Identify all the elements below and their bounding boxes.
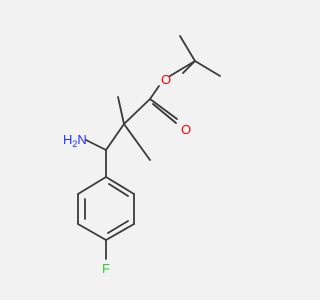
bond-carbonyl-quaternary <box>123 98 151 125</box>
bond-tbu-o <box>182 60 196 74</box>
amine-n: N <box>77 132 86 147</box>
ester-oxygen-label: O <box>161 72 171 87</box>
bond-tbu-methyl-top <box>179 35 196 62</box>
bond-tbu-methyl-left <box>169 60 196 77</box>
bond-tbu-methyl-right <box>194 60 221 77</box>
bond-o-carbonyl <box>149 85 160 100</box>
bond-quaternary-ch <box>105 123 125 151</box>
ring-bond-4 <box>77 223 107 241</box>
amine-label: H2N <box>63 132 87 149</box>
bond-ch-amine <box>85 139 107 151</box>
ring-bond-6 <box>77 176 107 195</box>
bond-quaternary-methyl-down <box>123 123 151 161</box>
ring-bond-3 <box>105 223 135 241</box>
ring-double-inner-1 <box>108 183 129 197</box>
bond-carbonyl-o-double-1 <box>149 98 178 120</box>
molecule-structure: H2N O O F <box>0 0 300 300</box>
carbonyl-oxygen-label: O <box>181 122 191 137</box>
bond-carbonyl-o-double-2 <box>152 103 177 124</box>
bond-quaternary-methyl-up <box>117 96 125 125</box>
ring-double-inner-2 <box>107 220 129 234</box>
canvas-background <box>0 0 300 300</box>
ring-bond-1 <box>105 176 135 195</box>
amine-h: H <box>63 132 72 147</box>
amine-subscript: 2 <box>72 139 77 149</box>
fluorine-label: F <box>102 261 110 276</box>
